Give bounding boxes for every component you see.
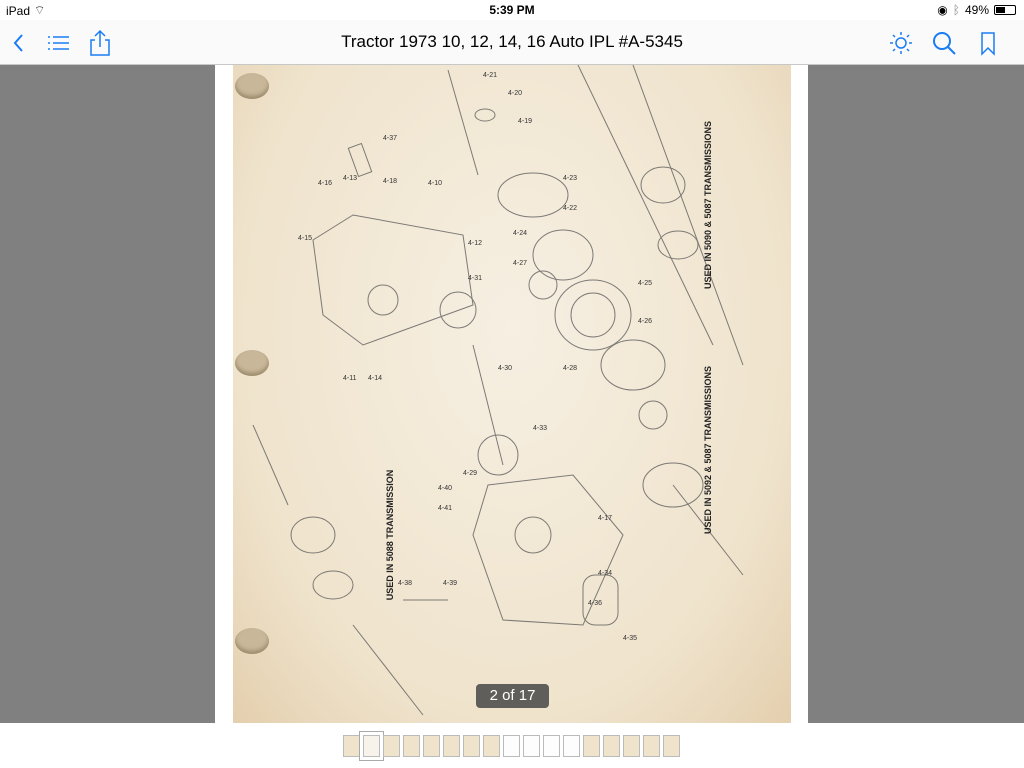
part-label: 4-24 xyxy=(513,230,527,237)
page-thumbnail[interactable] xyxy=(663,735,680,757)
part-label: 4-29 xyxy=(463,470,477,477)
part-label: 4-18 xyxy=(383,178,397,185)
part-label: 4-36 xyxy=(588,600,602,607)
part-label: 4-12 xyxy=(468,240,482,247)
list-icon xyxy=(48,36,69,50)
page-thumbnail[interactable] xyxy=(423,735,440,757)
page-thumbnail[interactable] xyxy=(543,735,560,757)
search-button[interactable] xyxy=(930,29,958,57)
toolbar: Tractor 1973 10, 12, 14, 16 Auto IPL #A-… xyxy=(0,20,1024,65)
binder-hole xyxy=(235,73,269,99)
document-title: Tractor 1973 10, 12, 14, 16 Auto IPL #A-… xyxy=(341,32,683,51)
part-label: 4-39 xyxy=(443,580,457,587)
rotation-lock-icon: ◉ xyxy=(937,3,948,17)
part-label: 4-23 xyxy=(563,175,577,182)
part-label: 4-31 xyxy=(468,275,482,282)
brightness-icon xyxy=(890,32,912,54)
binder-hole xyxy=(235,628,269,654)
bluetooth-icon: ᛒ xyxy=(952,3,960,17)
page-thumbnail[interactable] xyxy=(383,735,400,757)
thumbnail-strip[interactable] xyxy=(0,723,1024,768)
page-thumbnail[interactable] xyxy=(443,735,460,757)
table-of-contents-button[interactable] xyxy=(45,29,73,57)
part-label: 4-33 xyxy=(533,425,547,432)
page-indicator: 2 of 17 xyxy=(476,684,549,708)
battery-icon xyxy=(994,5,1016,15)
page-thumbnail[interactable] xyxy=(623,735,640,757)
binder-hole xyxy=(235,350,269,376)
share-icon xyxy=(90,29,110,56)
part-label: 4-40 xyxy=(438,485,452,492)
page-thumbnail[interactable] xyxy=(359,731,384,761)
part-label: 4-34 xyxy=(598,570,612,577)
usage-note: USED IN 5088 TRANSMISSION xyxy=(385,470,395,601)
part-label: 4-20 xyxy=(508,90,522,97)
part-label: 4-16 xyxy=(318,180,332,187)
page-thumbnail[interactable] xyxy=(463,735,480,757)
bookmark-icon xyxy=(981,32,995,56)
part-label: 4-22 xyxy=(563,205,577,212)
brightness-button[interactable] xyxy=(887,29,915,57)
wifi-icon: ⌔ xyxy=(34,3,46,17)
parts-diagram-page: 4-21 4-20 4-19 4-37 4-16 4-13 4-18 4-10 … xyxy=(233,64,791,723)
part-label: 4-10 xyxy=(428,180,442,187)
clock: 5:39 PM xyxy=(489,3,535,17)
battery-percent: 49% xyxy=(964,3,989,17)
usage-note: USED IN 5090 & 5087 TRANSMISSIONS xyxy=(703,121,713,289)
part-label: 4-25 xyxy=(638,280,652,287)
usage-note: USED IN 5092 & 5087 TRANSMISSIONS xyxy=(703,366,713,534)
part-label: 4-37 xyxy=(383,135,397,142)
page-thumbnail[interactable] xyxy=(563,735,580,757)
part-label: 4-15 xyxy=(298,235,312,242)
part-label: 4-30 xyxy=(498,365,512,372)
page-thumbnail[interactable] xyxy=(483,735,500,757)
part-label: 4-26 xyxy=(638,318,652,325)
part-label: 4-41 xyxy=(438,505,452,512)
pdf-page: 4-21 4-20 4-19 4-37 4-16 4-13 4-18 4-10 … xyxy=(215,64,808,723)
search-icon xyxy=(933,32,956,55)
bookmark-button[interactable] xyxy=(974,29,1002,57)
part-label: 4-13 xyxy=(343,175,357,182)
exploded-parts-diagram: 4-21 4-20 4-19 4-37 4-16 4-13 4-18 4-10 … xyxy=(252,64,744,716)
part-label: 4-11 xyxy=(343,375,357,382)
document-viewer[interactable]: 4-21 4-20 4-19 4-37 4-16 4-13 4-18 4-10 … xyxy=(0,64,1024,723)
page-thumbnail[interactable] xyxy=(603,735,620,757)
part-label: 4-17 xyxy=(598,515,612,522)
share-button[interactable] xyxy=(86,29,114,57)
back-button[interactable] xyxy=(6,29,34,57)
device-name: iPad xyxy=(6,3,31,18)
page-thumbnail[interactable] xyxy=(523,735,540,757)
status-bar: iPad⌔ 5:39 PM ◉ ᛒ 49% xyxy=(0,0,1024,20)
page-thumbnail[interactable] xyxy=(503,735,520,757)
page-thumbnail[interactable] xyxy=(583,735,600,757)
part-label: 4-27 xyxy=(513,260,527,267)
page-thumbnail[interactable] xyxy=(643,735,660,757)
part-label: 4-38 xyxy=(398,580,412,587)
part-label: 4-21 xyxy=(483,72,497,79)
page-thumbnail[interactable] xyxy=(343,735,360,757)
page-thumbnail[interactable] xyxy=(403,735,420,757)
part-label: 4-14 xyxy=(368,375,382,382)
part-label: 4-35 xyxy=(623,635,637,642)
part-label: 4-19 xyxy=(518,118,532,125)
part-label: 4-28 xyxy=(563,365,577,372)
